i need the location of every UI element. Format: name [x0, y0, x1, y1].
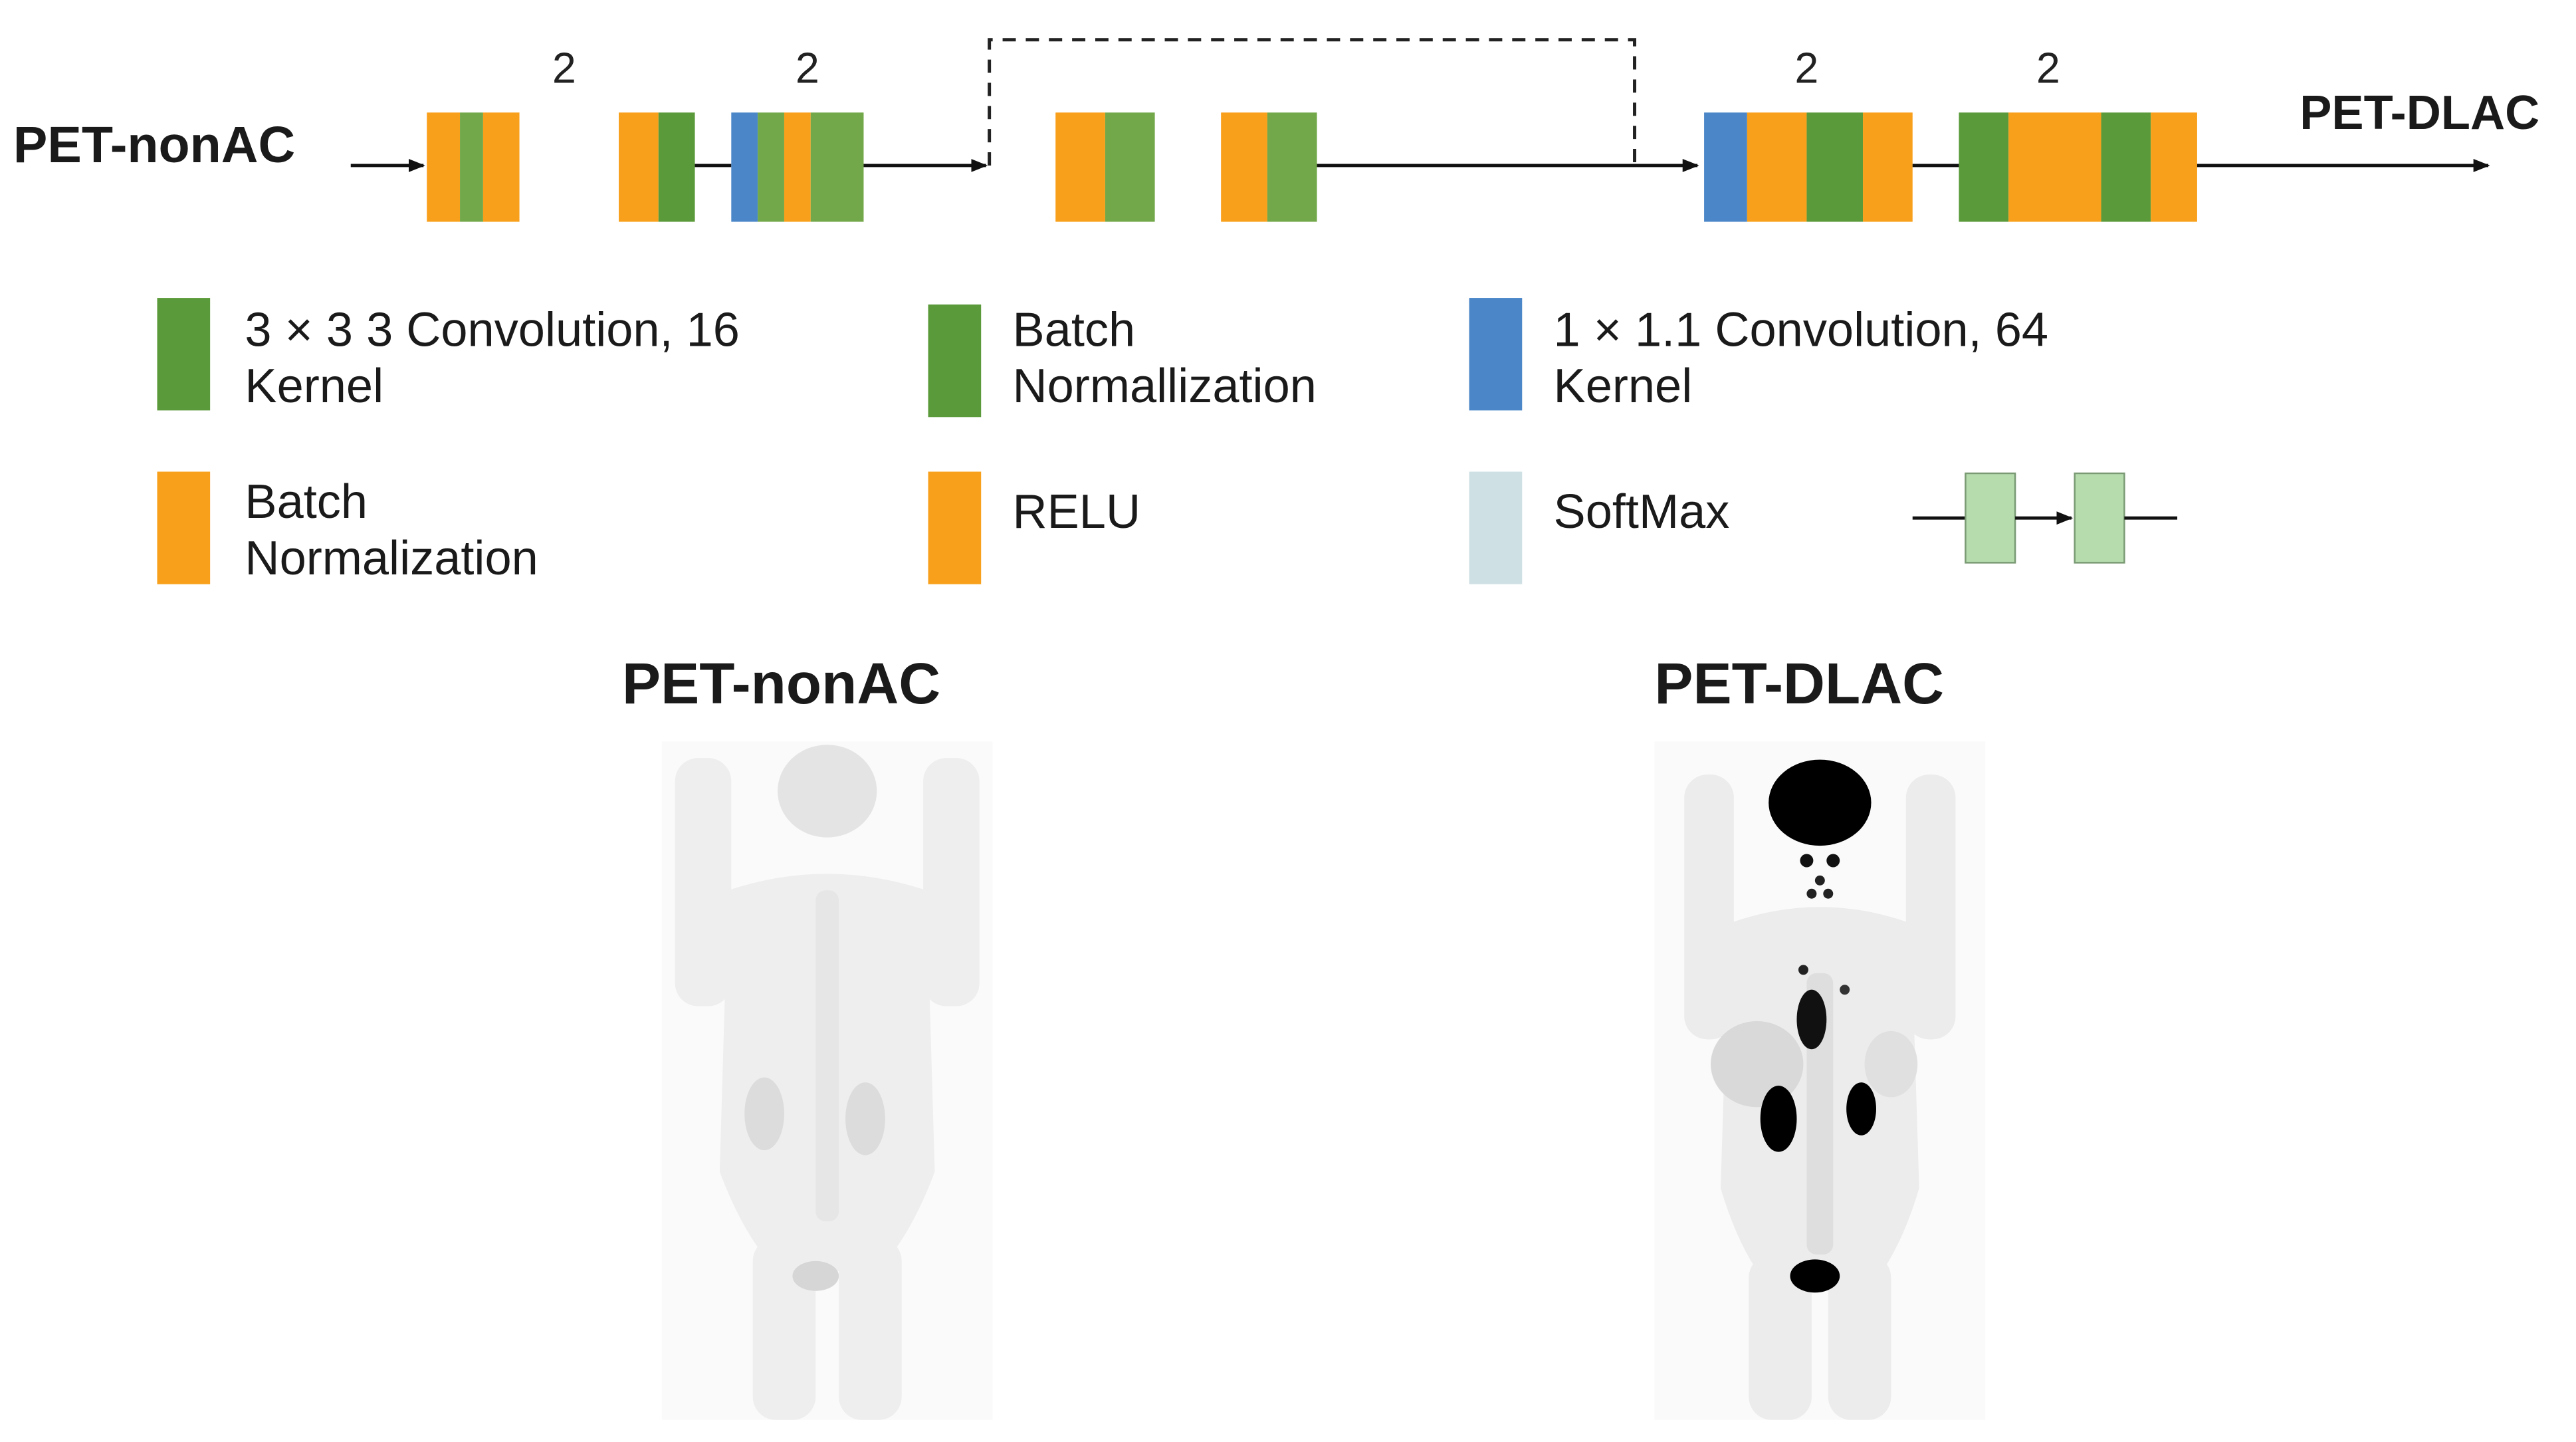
output-label: PET-DLAC	[2300, 86, 2539, 140]
lightblue-swatch-icon	[1469, 471, 1523, 584]
blue-swatch-icon	[1469, 298, 1523, 411]
green-swatch-icon	[928, 304, 982, 418]
decoder-block-2	[1959, 112, 2197, 222]
pet-nonac-scan	[661, 741, 993, 1420]
network-diagram: 2 2 2 2 PET-nonAC PET-DLAC	[13, 38, 2539, 222]
legend-label-conv1x1: 1 × 1.1 Convolution, 64 Kernel	[1553, 304, 2049, 414]
repeat-label: 2	[552, 43, 576, 92]
orange-swatch-icon	[928, 471, 982, 584]
legend-label-relu: RELU	[1012, 486, 1141, 540]
pet-dlac-scan	[1654, 741, 1986, 1420]
bottleneck-block-1	[1055, 112, 1155, 222]
orange-swatch-icon	[157, 471, 211, 584]
right-image-title: PET-DLAC	[1654, 652, 1945, 717]
legend-label-conv3x3: 3 × 3 3 Convolution, 16 Kernel	[245, 304, 740, 414]
bottleneck-block-2	[1221, 112, 1317, 222]
repeat-label: 2	[796, 43, 819, 92]
repeat-label: 2	[1794, 43, 1818, 92]
softmax-blocks-icon	[1912, 472, 2178, 564]
green-swatch-icon	[157, 298, 211, 411]
encoder-block-1	[427, 112, 695, 222]
decoder-block-1	[1704, 112, 1913, 222]
repeat-label: 2	[2036, 43, 2060, 92]
input-label: PET-nonAC	[13, 116, 295, 174]
encoder-block-2	[731, 112, 864, 222]
legend-label-softmax: SoftMax	[1553, 486, 1730, 540]
legend-label-batch-normalization: Batch Normalization	[245, 476, 538, 586]
legend-label-batch-normallization: Batch Normallization	[1012, 304, 1317, 414]
left-image-title: PET-nonAC	[622, 652, 941, 717]
